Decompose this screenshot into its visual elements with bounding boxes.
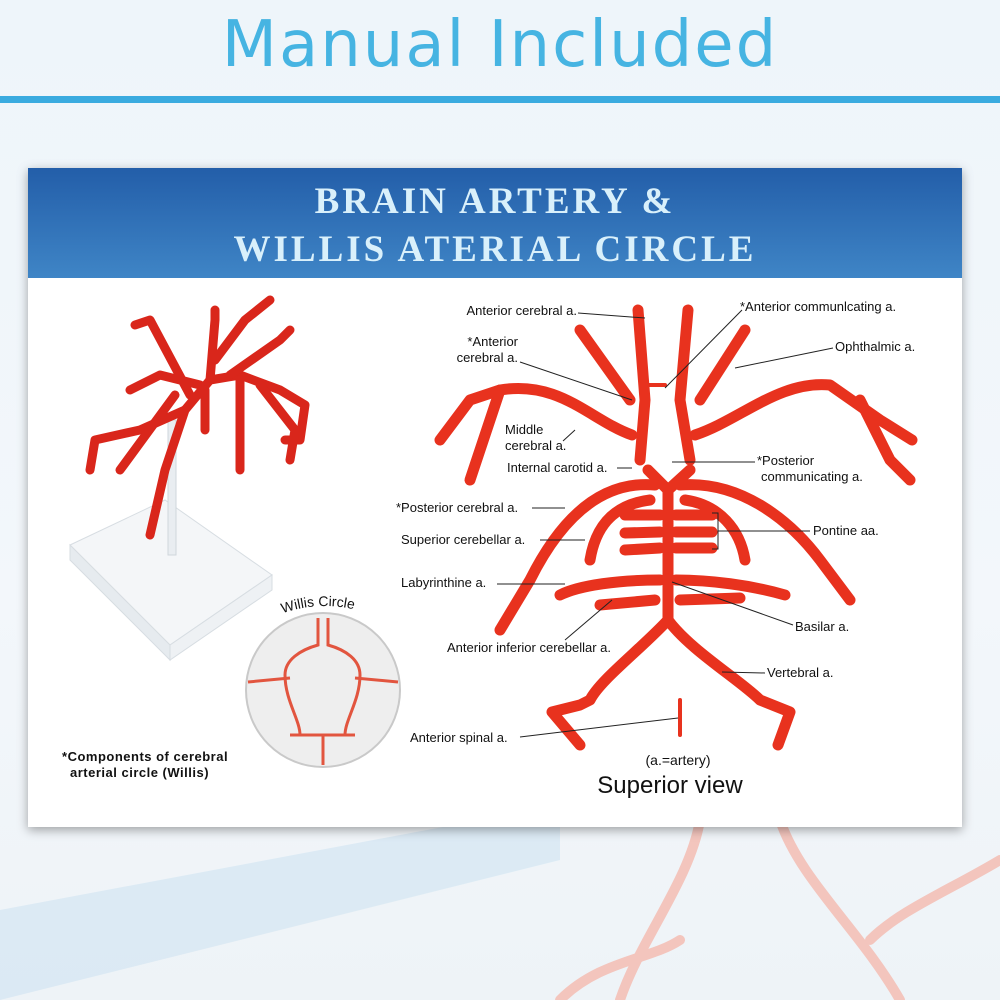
label-anterior-spinal: Anterior spinal a.: [410, 730, 508, 745]
banner-title: Manual Included: [221, 8, 779, 82]
willis-inset-arteries: [247, 618, 399, 765]
label-anterior-inferior-cerebellar: Anterior inferior cerebellar a.: [447, 640, 612, 655]
label-posterior-cerebral: *Posterior cerebral a.: [396, 500, 519, 515]
banner-divider: [0, 96, 1000, 103]
card-title-line2: WILLIS ATERIAL CIRCLE: [233, 229, 757, 270]
superior-view-arteries: [434, 304, 918, 751]
abbreviation-note: (a.=artery): [645, 752, 711, 768]
willis-inset-circle: [245, 612, 401, 768]
card-header: BRAIN ARTERY & WILLIS ATERIAL CIRCLE: [28, 168, 962, 278]
label-pontine: Pontine aa.: [813, 523, 879, 538]
footnote-marker: *: [62, 749, 68, 764]
label-ophthalmic: Ophthalmic a.: [835, 339, 916, 354]
footnote: *Components of cerebral arterial circle …: [62, 749, 228, 781]
label-internal-carotid: Internal carotid a.: [507, 460, 608, 475]
card-title-line1: BRAIN ARTERY &: [314, 181, 676, 222]
label-vertebral: Vertebral a.: [767, 665, 834, 680]
manual-card: BRAIN ARTERY & WILLIS ATERIAL CIRCLE: [28, 168, 962, 827]
faded-background-reflection: [0, 820, 1000, 1000]
willis-circle-title: Willis Circle: [279, 593, 357, 616]
label-anterior-communicating: *Anterior communlcating a.: [740, 299, 897, 314]
label-anterior-cerebral: Anterior cerebral a.: [466, 303, 577, 318]
svg-text:Willis Circle: Willis Circle: [279, 593, 357, 616]
model-stand: [69, 419, 273, 662]
label-superior-cerebellar: Superior cerebellar a.: [401, 532, 526, 547]
leader-lines: [497, 309, 834, 738]
label-basilar: Basilar a.: [795, 619, 850, 634]
footnote-line1: Components of cerebral: [67, 749, 229, 764]
view-caption: Superior view: [597, 772, 743, 799]
model-arteries: [85, 295, 310, 540]
label-labyrinthine: Labyrinthine a.: [401, 575, 487, 590]
footnote-line2: arterial circle (Willis): [70, 765, 210, 780]
